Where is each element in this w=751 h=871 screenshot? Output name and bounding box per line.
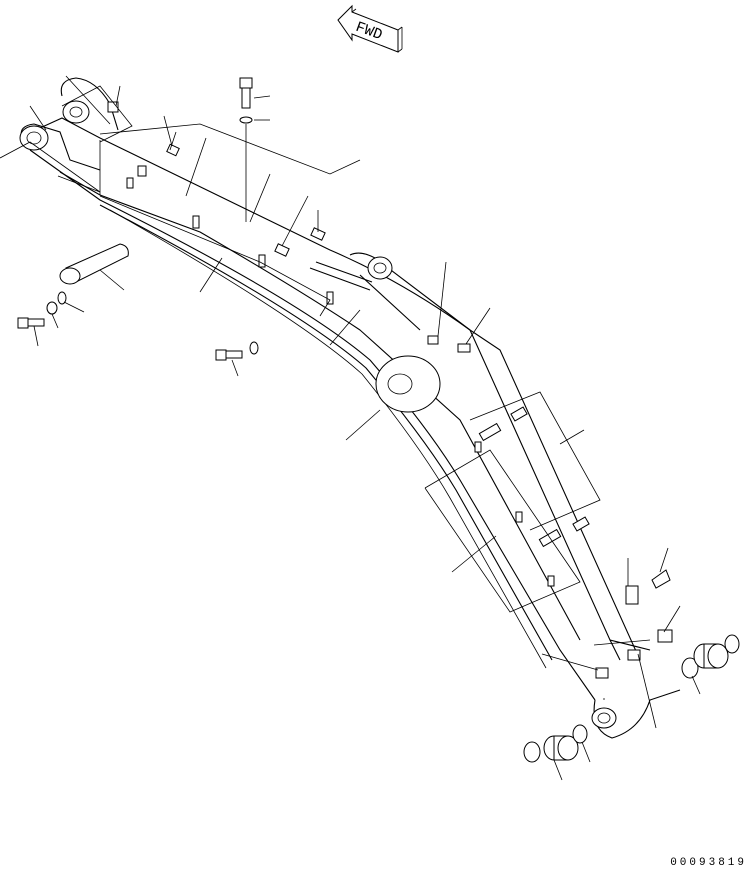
boom-body xyxy=(19,77,681,739)
group-boxes xyxy=(0,85,601,613)
fwd-arrow-icon: FWD xyxy=(337,4,403,53)
drawing-number: 00093819 xyxy=(670,857,747,869)
loose-parts xyxy=(17,77,740,763)
leader-lines xyxy=(29,75,701,781)
